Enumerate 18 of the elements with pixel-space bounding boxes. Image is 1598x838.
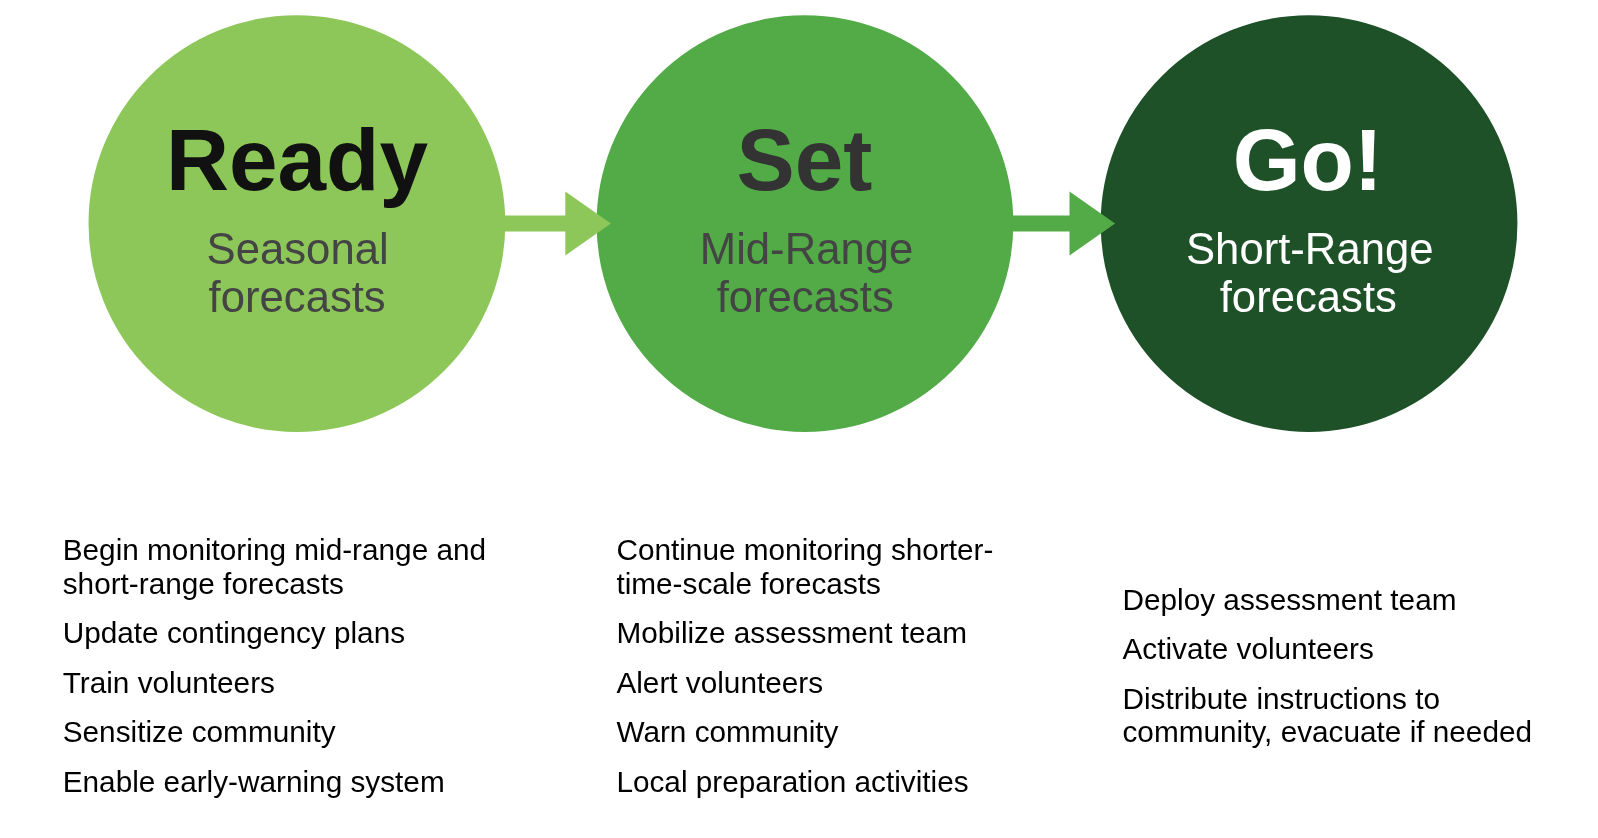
node-label: Activate volunteers xyxy=(1122,632,1374,666)
node-label: Warn community xyxy=(616,715,839,749)
node-circle: Go! Short-Range forecasts xyxy=(1100,15,1518,432)
node-label: Distribute instructions to community, evacuate if needed xyxy=(1122,681,1533,749)
node-label: Continue monitoring shorter-time-scale forecasts xyxy=(616,532,994,600)
node-label: Train volunteers xyxy=(62,665,275,699)
arrow xyxy=(504,191,611,256)
node-label: Sensitize community xyxy=(62,715,336,749)
node-label: Update contingency plans xyxy=(62,616,406,650)
arrow xyxy=(1012,191,1116,256)
node-label: Deploy assessment team xyxy=(1122,582,1457,616)
node-label: Mobilize assessment team xyxy=(616,616,967,650)
node-circle: Ready Seasonal forecasts xyxy=(88,15,506,432)
node-label: Enable early-warning system xyxy=(62,765,445,799)
node-circle: Set Mid-Range forecasts xyxy=(596,15,1014,432)
node-label: Begin monitoring mid-range and short-range forecasts xyxy=(62,532,487,600)
node-label: Alert volunteers xyxy=(616,665,824,699)
node-label: Local preparation activities xyxy=(616,765,969,799)
